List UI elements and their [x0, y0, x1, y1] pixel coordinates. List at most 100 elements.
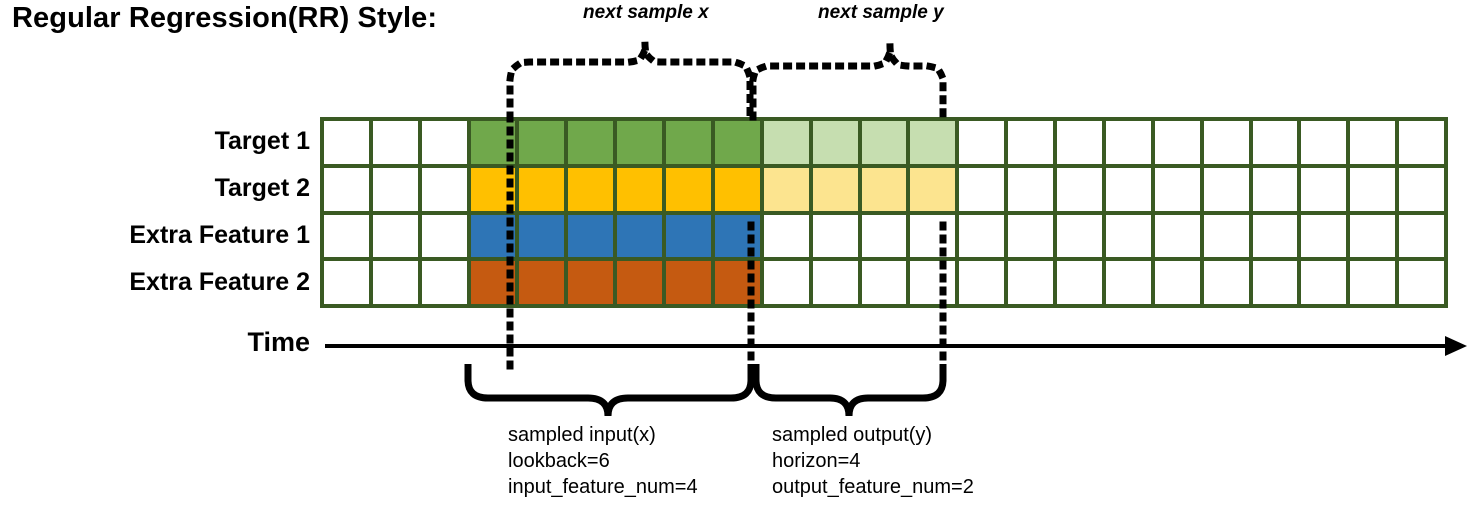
- solid-brace-output: [752, 364, 947, 417]
- grid-cell-r1-c8: [666, 121, 711, 164]
- grid-cell-r4-c15: [1008, 261, 1054, 304]
- grid-cell-r2-c18: [1154, 167, 1200, 211]
- grid-cell-r4-c23: [1399, 261, 1444, 304]
- grid-cell-r2-c19: [1203, 167, 1249, 211]
- grid-cell-r4-c17: [1105, 261, 1151, 304]
- grid-cell-r2-c15: [1008, 167, 1054, 211]
- grid-cell-r2-c21: [1301, 167, 1347, 211]
- grid-cell-r3-c8: [666, 214, 711, 258]
- grid-cell-r4-c3: [421, 261, 467, 304]
- grid-cell-r2-c20: [1252, 167, 1298, 211]
- grid-cell-r2-c1: [324, 167, 369, 211]
- grid-cell-r4-c11: [812, 261, 858, 304]
- solid-brace-input: [464, 364, 755, 417]
- caption-output-line1: sampled output(y): [772, 424, 933, 446]
- grid-cell-r3-c17: [1105, 214, 1151, 258]
- grid-cell-r2-c16: [1057, 167, 1102, 211]
- grid-cell-r4-c13: [910, 261, 956, 304]
- dotted-brace-next-x: [506, 43, 754, 121]
- grid-cell-r4-c12: [861, 261, 907, 304]
- grid-cell-r2-c6: [568, 167, 614, 211]
- grid-cell-r1-c18: [1154, 121, 1200, 164]
- grid-cell-r1-c17: [1105, 121, 1151, 164]
- grid-cell-r2-c17: [1105, 167, 1151, 211]
- grid-cell-r1-c22: [1350, 121, 1396, 164]
- grid-cell-r1-c21: [1301, 121, 1347, 164]
- grid-cell-r4-c10: [763, 261, 809, 304]
- grid-cell-r4-c4: [470, 261, 516, 304]
- grid-cell-r3-c14: [959, 214, 1005, 258]
- grid-cell-r4-c22: [1350, 261, 1396, 304]
- caption-input-line2: lookback=6: [508, 450, 610, 472]
- grid-cell-r1-c9: [714, 121, 760, 164]
- grid-cell-r2-c9: [714, 167, 760, 211]
- grid-cell-r1-c23: [1399, 121, 1444, 164]
- grid-cell-r4-c6: [568, 261, 614, 304]
- grid-cell-r2-c12: [861, 167, 907, 211]
- grid-cell-r3-c22: [1350, 214, 1396, 258]
- row-label-extra-feature-1: Extra Feature 1: [129, 221, 310, 249]
- grid-cell-r4-c5: [519, 261, 565, 304]
- row-label-extra-feature-2: Extra Feature 2: [129, 268, 310, 296]
- caption-sampled-input: sampled input(x) lookback=6 input_featur…: [508, 422, 698, 500]
- grid-cell-r2-c14: [959, 167, 1005, 211]
- grid-cell-r4-c9: [714, 261, 760, 304]
- caption-input-line3: input_feature_num=4: [508, 476, 698, 498]
- grid-cell-r1-c2: [372, 121, 418, 164]
- grid-cell-r4-c8: [666, 261, 711, 304]
- page-title: Regular Regression(RR) Style:: [12, 2, 438, 34]
- grid-cell-r3-c16: [1057, 214, 1102, 258]
- caption-sampled-output: sampled output(y) horizon=4 output_featu…: [772, 422, 974, 500]
- grid-cell-r2-c22: [1350, 167, 1396, 211]
- row-label-target-1: Target 1: [214, 127, 310, 155]
- grid-cell-r3-c12: [861, 214, 907, 258]
- caption-input-line1: sampled input(x): [508, 424, 656, 446]
- timeline-grid: [320, 117, 1448, 308]
- grid-cell-r3-c15: [1008, 214, 1054, 258]
- grid-cell-r1-c15: [1008, 121, 1054, 164]
- grid-cell-r4-c20: [1252, 261, 1298, 304]
- label-next-sample-y: next sample y: [818, 2, 944, 23]
- grid-cell-r3-c18: [1154, 214, 1200, 258]
- grid-cell-r3-c5: [519, 214, 565, 258]
- grid-cell-r2-c7: [617, 167, 663, 211]
- grid-cell-r3-c23: [1399, 214, 1444, 258]
- grid-cell-r3-c13: [910, 214, 956, 258]
- grid-cell-r3-c4: [470, 214, 516, 258]
- grid-cell-r3-c9: [714, 214, 760, 258]
- grid-cell-r3-c20: [1252, 214, 1298, 258]
- grid-cell-r1-c5: [519, 121, 565, 164]
- grid-cell-r3-c1: [324, 214, 369, 258]
- grid-cell-r3-c3: [421, 214, 467, 258]
- grid-cell-r3-c7: [617, 214, 663, 258]
- time-axis-arrow: [325, 336, 1467, 356]
- caption-output-line3: output_feature_num=2: [772, 476, 974, 498]
- grid-cell-r3-c6: [568, 214, 614, 258]
- grid-cell-r1-c14: [959, 121, 1005, 164]
- grid-cell-r2-c10: [763, 167, 809, 211]
- grid-cell-r4-c7: [617, 261, 663, 304]
- grid-cell-r4-c21: [1301, 261, 1347, 304]
- grid-cell-r1-c10: [763, 121, 809, 164]
- grid-cell-r1-c16: [1057, 121, 1102, 164]
- grid-cell-r4-c16: [1057, 261, 1102, 304]
- grid-cell-r4-c2: [372, 261, 418, 304]
- time-axis-arrowhead: [1445, 336, 1467, 356]
- label-next-sample-x: next sample x: [583, 2, 709, 23]
- grid-cell-r3-c19: [1203, 214, 1249, 258]
- grid-cell-r4-c14: [959, 261, 1005, 304]
- grid-cell-r1-c6: [568, 121, 614, 164]
- grid-cell-r1-c4: [470, 121, 516, 164]
- label-time: Time: [247, 327, 310, 357]
- grid-cell-r2-c2: [372, 167, 418, 211]
- grid-cell-r1-c7: [617, 121, 663, 164]
- caption-output-line2: horizon=4: [772, 450, 861, 472]
- grid-cell-r3-c11: [812, 214, 858, 258]
- grid-cell-r2-c8: [666, 167, 711, 211]
- grid-cell-r3-c21: [1301, 214, 1347, 258]
- grid-cell-r1-c1: [324, 121, 369, 164]
- grid-cell-r1-c13: [910, 121, 956, 164]
- grid-cell-r4-c1: [324, 261, 369, 304]
